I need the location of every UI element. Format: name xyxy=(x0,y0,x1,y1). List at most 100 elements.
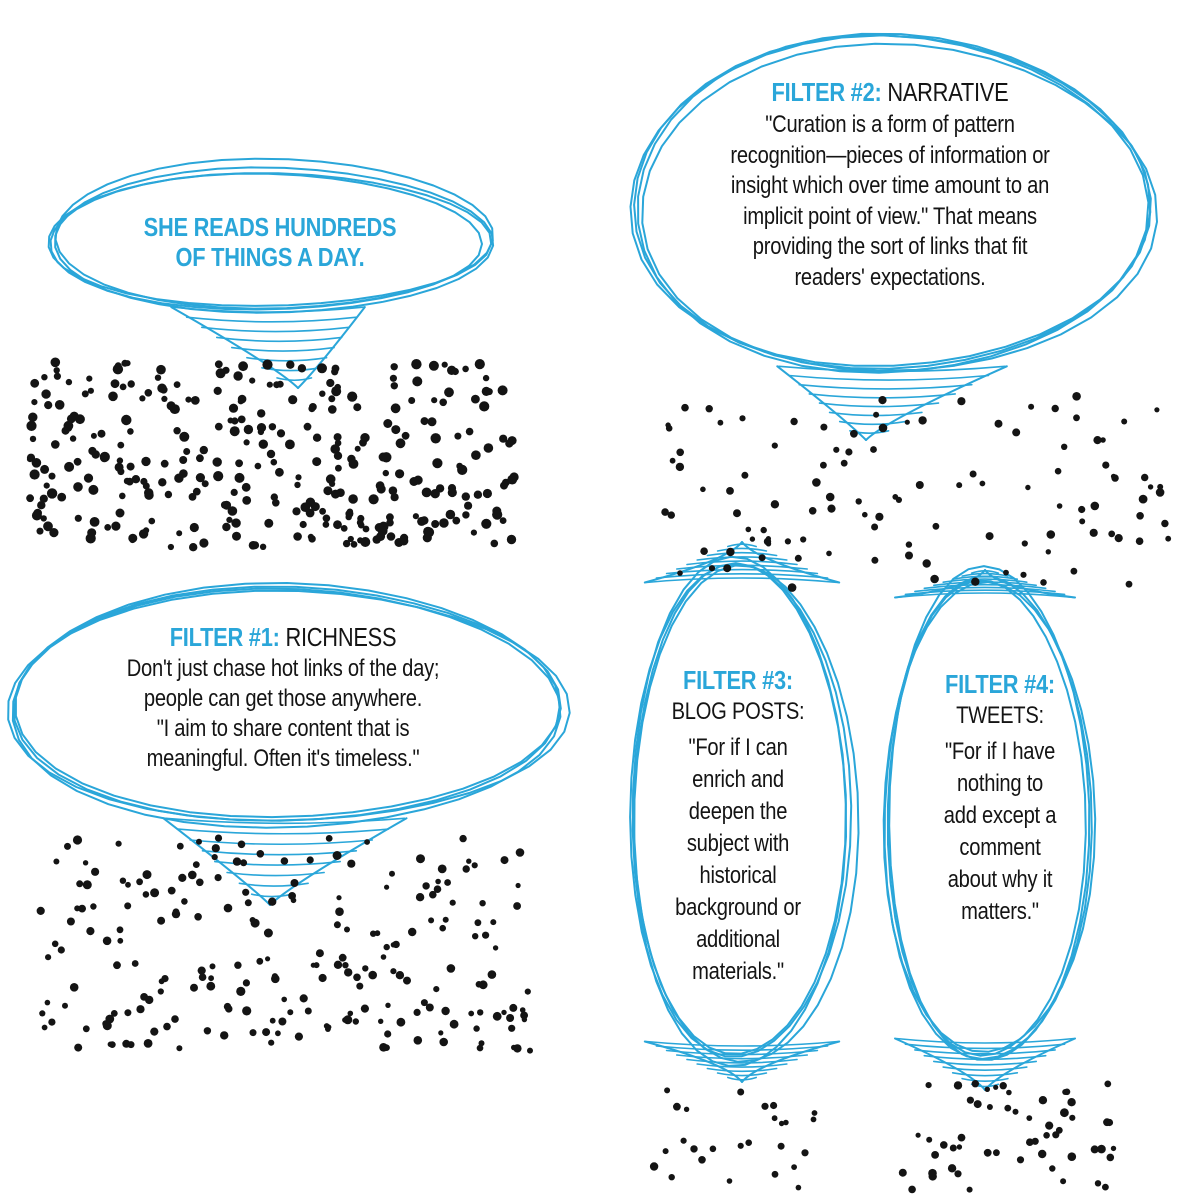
filter-1-bubble-outline xyxy=(14,585,562,819)
dot-cloud-bottom-left-dot xyxy=(519,1007,526,1013)
dot-cloud-bottom-mid-dot xyxy=(649,1162,659,1171)
dot-cloud-top-left-dot xyxy=(323,486,333,496)
dot-cloud-top-left-dot xyxy=(30,378,40,388)
dot-cloud-bottom-left-dot xyxy=(344,968,353,977)
dot-cloud-bottom-right-dot xyxy=(1094,1180,1102,1187)
dot-cloud-bottom-left-dot xyxy=(442,916,449,923)
dot-cloud-top-right-dot xyxy=(1090,501,1100,511)
dot-cloud-top-left-dot xyxy=(119,492,126,500)
dot-cloud-bottom-mid-dot xyxy=(673,1102,681,1111)
dot-cloud-top-right-dot xyxy=(932,522,940,530)
dot-cloud-bottom-left-dot xyxy=(413,1036,423,1045)
dot-cloud-bottom-right-dot xyxy=(957,1133,966,1142)
dot-cloud-bottom-right-dot xyxy=(966,1096,975,1104)
dot-cloud-top-right-dot xyxy=(855,498,862,505)
filter-3-line-8: materials." xyxy=(692,958,784,985)
filter-4-bubble-point-hatch xyxy=(933,581,1037,587)
dot-cloud-bottom-mid-dot xyxy=(777,1142,785,1150)
dot-cloud-bottom-left-dot xyxy=(214,874,222,882)
dot-cloud-top-right-dot xyxy=(905,541,913,548)
dot-cloud-top-right-dot xyxy=(808,507,817,515)
dot-cloud-top-right-dot xyxy=(871,556,879,564)
dot-cloud-bottom-mid-dot xyxy=(783,1119,789,1126)
dot-cloud-top-left-dot xyxy=(381,452,392,463)
dot-cloud-top-right-dot xyxy=(1003,569,1009,576)
dot-cloud-top-left-dot xyxy=(97,429,106,438)
dot-cloud-top-right-dot xyxy=(1079,518,1086,525)
dot-cloud-top-right-dot xyxy=(758,554,766,562)
dot-cloud-top-left-dot xyxy=(423,526,433,537)
dot-cloud-top-left-dot xyxy=(483,443,494,453)
dot-cloud-top-left-dot xyxy=(141,456,151,467)
dot-cloud-top-left-dot xyxy=(312,433,322,442)
dot-cloud-top-left-dot xyxy=(243,439,250,446)
dot-cloud-bottom-left-dot xyxy=(325,1026,331,1032)
filter-1-text: FILTER #1: RICHNESS Don't just chase hot… xyxy=(69,620,497,774)
intro-bubble-tail-hatch xyxy=(276,377,313,382)
dot-cloud-bottom-right-dot xyxy=(1069,1114,1076,1121)
dot-cloud-top-right-dot xyxy=(676,448,684,457)
filter-3-bubble-point-hatch xyxy=(727,543,757,548)
dot-cloud-top-right-dot xyxy=(770,500,780,509)
filter-3-bubble-point-hatch xyxy=(706,551,778,557)
dot-cloud-bottom-left-dot xyxy=(119,877,127,884)
filter-3-bubble-point-hatch xyxy=(655,573,829,579)
dot-cloud-bottom-left-dot xyxy=(237,840,246,849)
dot-cloud-bottom-left-dot xyxy=(142,891,150,898)
filter-2-label: FILTER #2: xyxy=(771,77,882,107)
intro-bubble-tail-side xyxy=(170,306,299,389)
dot-cloud-top-left-dot xyxy=(454,432,462,440)
dot-cloud-bottom-mid-dot xyxy=(810,1116,817,1123)
dot-cloud-top-left-dot xyxy=(213,471,224,482)
intro-bubble-tail-hatch xyxy=(170,306,366,313)
dot-cloud-top-left-dot xyxy=(447,487,457,498)
dot-cloud-bottom-left-dot xyxy=(521,1016,528,1023)
filter-4-bubble-point-hatch xyxy=(923,1054,1047,1061)
dot-cloud-bottom-left-dot xyxy=(473,1025,480,1032)
dot-cloud-top-left-dot xyxy=(144,490,154,500)
dot-cloud-bottom-left-dot xyxy=(171,1015,179,1023)
filter-2-title: NARRATIVE xyxy=(887,77,1009,107)
dot-cloud-top-right-dot xyxy=(930,574,939,584)
dot-cloud-top-right-dot xyxy=(717,419,724,426)
dot-cloud-bottom-left-dot xyxy=(338,953,347,962)
dot-cloud-top-left-dot xyxy=(297,364,307,373)
dot-cloud-bottom-left-dot xyxy=(383,1044,390,1051)
dot-cloud-top-left-dot xyxy=(481,518,492,529)
dot-cloud-bottom-left-dot xyxy=(256,957,264,965)
dot-cloud-top-left-dot xyxy=(213,386,222,395)
dot-cloud-top-left-dot xyxy=(53,372,62,380)
filter-3-title: BLOG POSTS: xyxy=(671,698,805,725)
dot-cloud-bottom-right xyxy=(898,1080,1117,1194)
dot-cloud-top-left-dot xyxy=(390,382,398,390)
dot-cloud-top-left-dot xyxy=(88,484,99,495)
dot-cloud-bottom-left-dot xyxy=(356,982,364,990)
dot-cloud-top-left-dot xyxy=(293,532,302,541)
dot-cloud-top-right-dot xyxy=(1165,535,1172,542)
dot-cloud-bottom-left-dot xyxy=(143,1039,153,1048)
dot-cloud-bottom-right-dot xyxy=(931,1151,939,1159)
dot-cloud-bottom-right-dot xyxy=(984,1086,990,1093)
dot-cloud-top-right-dot xyxy=(1045,549,1052,555)
dot-cloud-top-left-dot xyxy=(499,517,507,524)
dot-cloud-bottom-right-dot xyxy=(954,1170,962,1178)
dot-cloud-bottom-left-dot xyxy=(325,835,333,842)
dot-cloud-top-left-dot xyxy=(188,493,197,501)
dot-cloud-bottom-left-dot xyxy=(487,970,497,979)
dot-cloud-bottom-right-dot xyxy=(1055,1126,1063,1134)
dot-cloud-top-right-dot xyxy=(784,538,792,545)
filter-2-bubble-outline xyxy=(633,34,1150,370)
dot-cloud-top-left-dot xyxy=(26,420,37,431)
dot-cloud-top-right-dot xyxy=(825,492,835,502)
dot-cloud-bottom-left-dot xyxy=(115,840,122,847)
intro-bubble xyxy=(47,157,495,389)
filter-3-bubble-point-hatch xyxy=(727,1076,757,1081)
dot-cloud-top-left-dot xyxy=(482,488,492,499)
dot-cloud-top-right-dot xyxy=(1108,530,1116,538)
dot-cloud-top-left-dot xyxy=(386,532,396,541)
dot-cloud-bottom-left-dot xyxy=(444,879,451,886)
dot-cloud-top-left-dot xyxy=(430,489,440,499)
dot-cloud-top-left-dot xyxy=(309,403,317,411)
dot-cloud-bottom-left-dot xyxy=(347,1010,354,1017)
